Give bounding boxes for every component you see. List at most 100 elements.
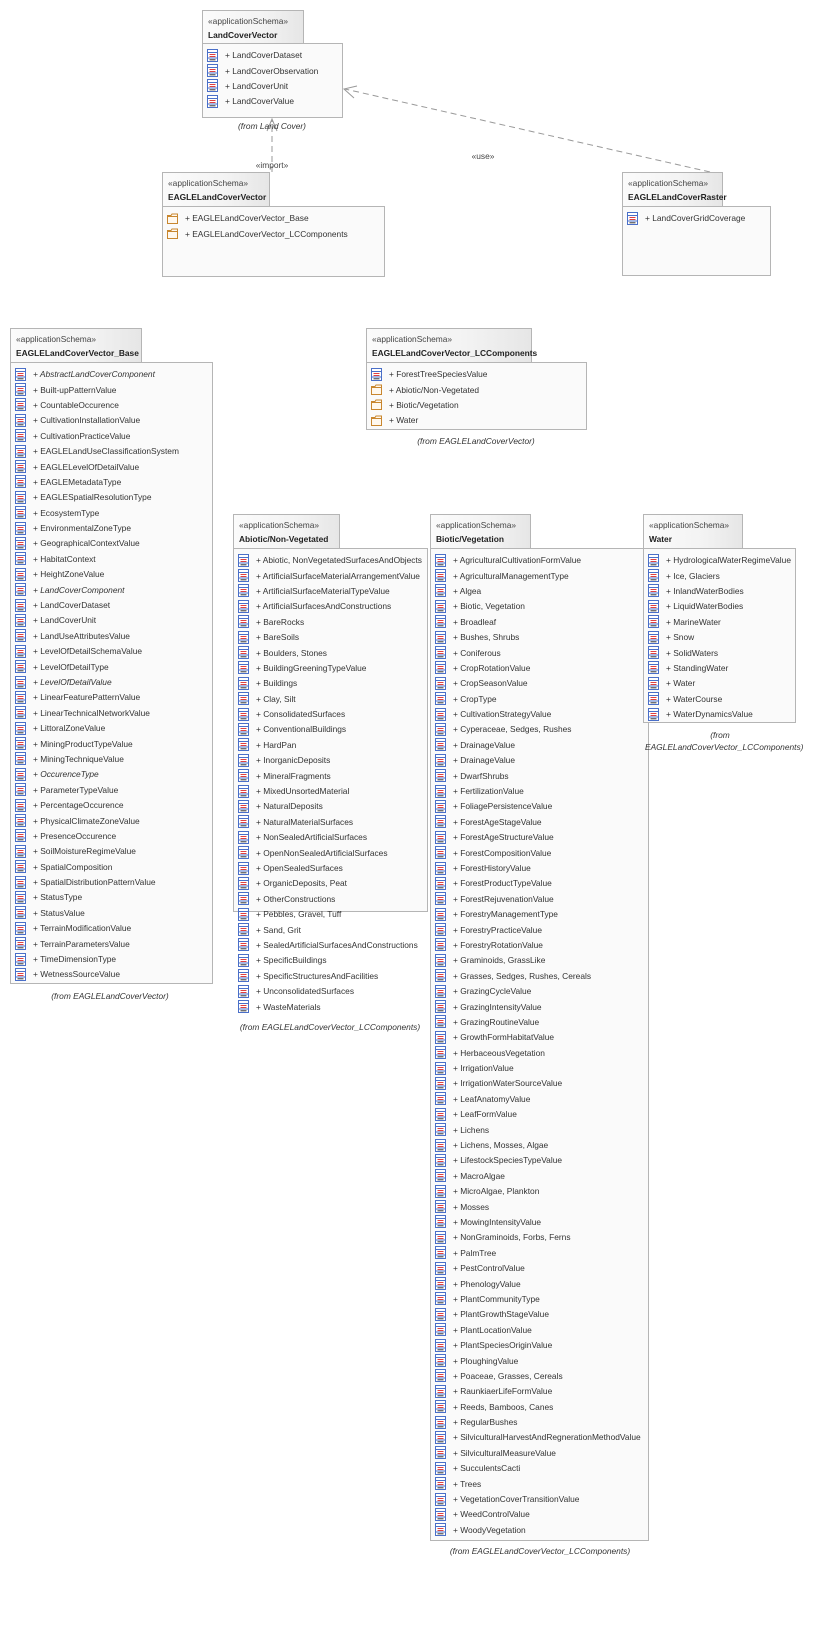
package-biotic-header[interactable]: «applicationSchema»Biotic/Vegetation xyxy=(430,514,531,549)
package-item[interactable]: + NaturalMaterialSurfaces xyxy=(238,814,422,829)
package-item[interactable]: + Poaceae, Grasses, Cereals xyxy=(435,1368,641,1383)
package-item[interactable]: + PlantLocationValue xyxy=(435,1322,641,1337)
package-item[interactable]: + DwarfShrubs xyxy=(435,768,641,783)
package-water-header[interactable]: «applicationSchema»Water xyxy=(643,514,743,549)
package-item[interactable]: + HeightZoneValue xyxy=(15,567,179,582)
package-item[interactable]: + SpatialDistributionPatternValue xyxy=(15,874,179,889)
package-item[interactable]: + ArtificialSurfaceMaterialArrangementVa… xyxy=(238,568,422,583)
package-base-header[interactable]: «applicationSchema»EAGLELandCoverVector_… xyxy=(10,328,142,363)
package-item[interactable]: + LandCoverGridCoverage xyxy=(627,211,745,226)
package-item[interactable]: + ForestRejuvenationValue xyxy=(435,891,641,906)
package-item[interactable]: + LifestockSpeciesTypeValue xyxy=(435,1153,641,1168)
package-item[interactable]: + EAGLEMetadataType xyxy=(15,474,179,489)
package-item[interactable]: + MicroAlgae, Plankton xyxy=(435,1184,641,1199)
package-item[interactable]: + MarineWater xyxy=(648,614,791,629)
package-item[interactable]: + LandUseAttributesValue xyxy=(15,628,179,643)
package-item[interactable]: + AbstractLandCoverComponent xyxy=(15,367,179,382)
package-item[interactable]: + Mosses xyxy=(435,1199,641,1214)
package-item[interactable]: + StandingWater xyxy=(648,660,791,675)
package-item[interactable]: + SpatialComposition xyxy=(15,859,179,874)
package-eaglelandcovervector-body[interactable] xyxy=(162,206,385,277)
package-item[interactable]: + ForestTreeSpeciesValue xyxy=(371,367,487,382)
package-biotic-body[interactable] xyxy=(430,548,649,1541)
package-item[interactable]: + Pebbles, Gravel, Tuff xyxy=(238,906,422,921)
package-item[interactable]: + DrainageValue xyxy=(435,753,641,768)
package-item[interactable]: + BareSoils xyxy=(238,629,422,644)
package-item[interactable]: + OtherConstructions xyxy=(238,891,422,906)
package-item[interactable]: + EcosystemType xyxy=(15,505,179,520)
package-item[interactable]: + PlantCommunityType xyxy=(435,1291,641,1306)
package-item[interactable]: + LandCoverDataset xyxy=(15,597,179,612)
package-item[interactable]: + ForestAgeStructureValue xyxy=(435,830,641,845)
package-item[interactable]: + Built-upPatternValue xyxy=(15,382,179,397)
package-item[interactable]: + LinearFeaturePatternValue xyxy=(15,690,179,705)
package-eaglelandcoverraster-body[interactable] xyxy=(622,206,771,276)
package-item[interactable]: + LevelOfDetailSchemaValue xyxy=(15,644,179,659)
package-item[interactable]: + Trees xyxy=(435,1476,641,1491)
package-item[interactable]: + CropSeasonValue xyxy=(435,676,641,691)
package-item[interactable]: + Grasses, Sedges, Rushes, Cereals xyxy=(435,968,641,983)
package-eaglelandcoverraster-header[interactable]: «applicationSchema»EAGLELandCoverRaster xyxy=(622,172,727,207)
package-item[interactable]: + LandCoverUnit xyxy=(15,613,179,628)
package-item[interactable]: + Boulders, Stones xyxy=(238,645,422,660)
package-item[interactable]: + Cyperaceae, Sedges, Rushes xyxy=(435,722,641,737)
package-item[interactable]: + GrowthFormHabitatValue xyxy=(435,1030,641,1045)
package-item[interactable]: + NonSealedArtificialSurfaces xyxy=(238,830,422,845)
package-item[interactable]: + PhenologyValue xyxy=(435,1276,641,1291)
package-item[interactable]: + Algea xyxy=(435,583,641,598)
package-item[interactable]: + Buildings xyxy=(238,676,422,691)
package-item[interactable]: + LandCoverComponent xyxy=(15,582,179,597)
package-abiotic-body[interactable] xyxy=(233,548,428,912)
package-item[interactable]: + AgriculturalManagementType xyxy=(435,568,641,583)
package-abiotic-header[interactable]: «applicationSchema»Abiotic/Non-Vegetated xyxy=(233,514,340,549)
package-base-body[interactable] xyxy=(10,362,213,984)
package-item[interactable]: + GrazingRoutineValue xyxy=(435,1014,641,1029)
use-dependency-line[interactable] xyxy=(344,88,711,173)
package-item[interactable]: + Biotic, Vegetation xyxy=(435,599,641,614)
package-item[interactable]: + SolidWaters xyxy=(648,645,791,660)
package-item[interactable]: + SilviculturalMeasureValue xyxy=(435,1445,641,1460)
package-item[interactable]: + MineralFragments xyxy=(238,768,422,783)
package-item[interactable]: + LittoralZoneValue xyxy=(15,720,179,735)
package-item[interactable]: + ForestryRotationValue xyxy=(435,937,641,952)
package-item[interactable]: + AgriculturalCultivationFormValue xyxy=(435,553,641,568)
package-item[interactable]: + MiningProductTypeValue xyxy=(15,736,179,751)
package-item[interactable]: + WaterCourse xyxy=(648,691,791,706)
package-item[interactable]: + EnvironmentalZoneType xyxy=(15,520,179,535)
package-item[interactable]: + MacroAlgae xyxy=(435,1168,641,1183)
package-item[interactable]: + InlandWaterBodies xyxy=(648,583,791,598)
package-item[interactable]: + LevelOfDetailType xyxy=(15,659,179,674)
package-item[interactable]: + OccurenceType xyxy=(15,767,179,782)
package-item[interactable]: + HydrologicalWaterRegimeValue xyxy=(648,553,791,568)
package-item[interactable]: + Snow xyxy=(648,629,791,644)
package-item[interactable]: + EAGLELandCoverVector_Base xyxy=(167,211,348,226)
package-item[interactable]: + OrganicDeposits, Peat xyxy=(238,876,422,891)
package-item[interactable]: + ConsolidatedSurfaces xyxy=(238,706,422,721)
package-item[interactable]: + GrazingCycleValue xyxy=(435,983,641,998)
package-item[interactable]: + GeographicalContextValue xyxy=(15,536,179,551)
package-item[interactable]: + Ice, Glaciers xyxy=(648,568,791,583)
package-item[interactable]: + MiningTechniqueValue xyxy=(15,751,179,766)
package-item[interactable]: + Lichens xyxy=(435,1122,641,1137)
package-item[interactable]: + RegularBushes xyxy=(435,1414,641,1429)
package-item[interactable]: + SpecificStructuresAndFacilities xyxy=(238,968,422,983)
package-item[interactable]: + WeedControlValue xyxy=(435,1507,641,1522)
package-item[interactable]: + EAGLELandUseClassificationSystem xyxy=(15,443,179,458)
package-item[interactable]: + ForestProductTypeValue xyxy=(435,876,641,891)
package-item[interactable]: + TerrainModificationValue xyxy=(15,921,179,936)
package-item[interactable]: + RaunkiaerLifeFormValue xyxy=(435,1384,641,1399)
package-item[interactable]: + LiquidWaterBodies xyxy=(648,599,791,614)
package-item[interactable]: + Sand, Grit xyxy=(238,922,422,937)
package-item[interactable]: + ArtificialSurfaceMaterialTypeValue xyxy=(238,583,422,598)
package-item[interactable]: + HabitatContext xyxy=(15,551,179,566)
package-item[interactable]: + WaterDynamicsValue xyxy=(648,706,791,721)
package-item[interactable]: + Abiotic, NonVegetatedSurfacesAndObject… xyxy=(238,553,422,568)
package-item[interactable]: + Biotic/Vegetation xyxy=(371,397,487,412)
package-item[interactable]: + CropType xyxy=(435,691,641,706)
package-item[interactable]: + LandCoverUnit xyxy=(207,78,318,93)
package-item[interactable]: + LandCoverDataset xyxy=(207,48,318,63)
package-item[interactable]: + UnconsolidatedSurfaces xyxy=(238,983,422,998)
package-item[interactable]: + MowingIntensityValue xyxy=(435,1214,641,1229)
package-item[interactable]: + SpecificBuildings xyxy=(238,953,422,968)
package-item[interactable]: + CropRotationValue xyxy=(435,660,641,675)
